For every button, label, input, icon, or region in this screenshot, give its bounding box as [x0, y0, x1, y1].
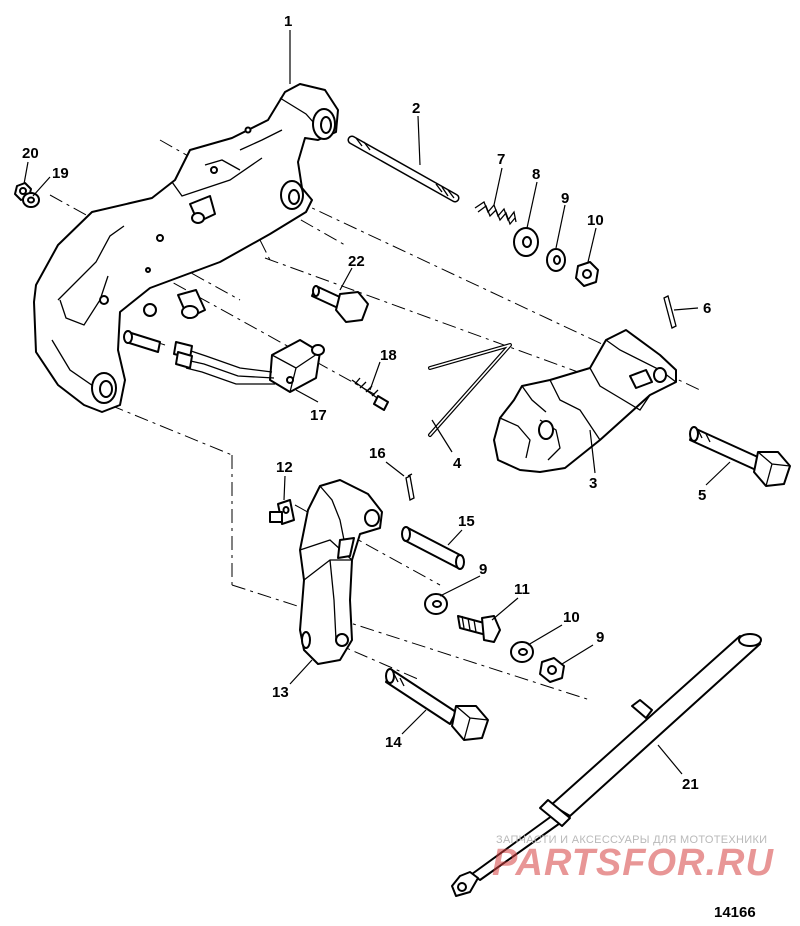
callout-8: 8: [532, 166, 540, 183]
callout-14: 14: [385, 734, 402, 751]
callout-15: 15: [458, 513, 475, 530]
part-6-cotter-pin: [663, 295, 677, 329]
part-18-screw: [351, 377, 389, 411]
part-15-pin: [401, 526, 465, 570]
callout-6: 6: [703, 300, 711, 317]
callout-12: 12: [276, 459, 293, 476]
callout-17: 17: [310, 407, 327, 424]
callout-3: 3: [589, 475, 597, 492]
callout-1: 1: [284, 13, 292, 30]
callout-20: 20: [22, 145, 39, 162]
part-21-tube: [451, 633, 762, 897]
part-12-clip: [269, 499, 295, 525]
callout-19: 19: [52, 165, 69, 182]
watermark-caption: ЗАПЧАСТИ И АКСЕССУАРЫ ДЛЯ МОТОТЕХНИКИ: [496, 834, 768, 846]
part-9-washer-top: [546, 248, 566, 272]
leader-lines: [23, 30, 731, 775]
part-11-stud: [457, 615, 501, 643]
callout-9-middle: 9: [479, 561, 487, 578]
callout-11: 11: [514, 581, 530, 598]
part-14-bolt: [385, 668, 489, 741]
figure-number: 14166: [714, 904, 756, 921]
callout-18: 18: [380, 347, 397, 364]
part-22-bolt: [311, 285, 369, 323]
callout-16: 16: [369, 445, 386, 462]
callout-10-top: 10: [587, 212, 604, 229]
callout-9-top: 9: [561, 190, 569, 207]
part-7-spring: [474, 201, 517, 226]
part-8-washer: [513, 227, 539, 257]
part-13-arm: [299, 479, 383, 665]
part-10-nut-lower: [539, 657, 565, 683]
part-9-washer-middle: [424, 593, 448, 615]
part-16-cotter-pin: [405, 473, 415, 501]
part-1-mounting-bracket: [33, 83, 339, 413]
callout-10-lower: 9: [596, 629, 604, 646]
watermark-brand: PARTSFOR.RU: [492, 842, 774, 884]
callout-21: 21: [682, 776, 699, 793]
part-3-lever-bracket: [493, 329, 677, 473]
callout-2: 2: [412, 100, 420, 117]
part-5-bolt: [689, 426, 791, 487]
callout-13: 13: [272, 684, 289, 701]
callout-4: 4: [453, 455, 462, 472]
callout-22: 22: [348, 253, 365, 270]
part-4-rod: [428, 343, 512, 437]
part-19-washer: [22, 192, 40, 208]
part-9-washer-lower: [510, 641, 534, 663]
part-2-stud: [347, 135, 460, 203]
callout-labels: 1 2 3 4 5 6 7 8 9 10 9 10 9 11 12 13 14 …: [22, 13, 711, 793]
part-10-nut-top: [575, 261, 599, 287]
callout-7: 7: [497, 151, 505, 168]
callout-5: 5: [698, 487, 706, 504]
callout-9-lower: 10: [563, 609, 580, 626]
part-17-switch: [173, 339, 325, 393]
